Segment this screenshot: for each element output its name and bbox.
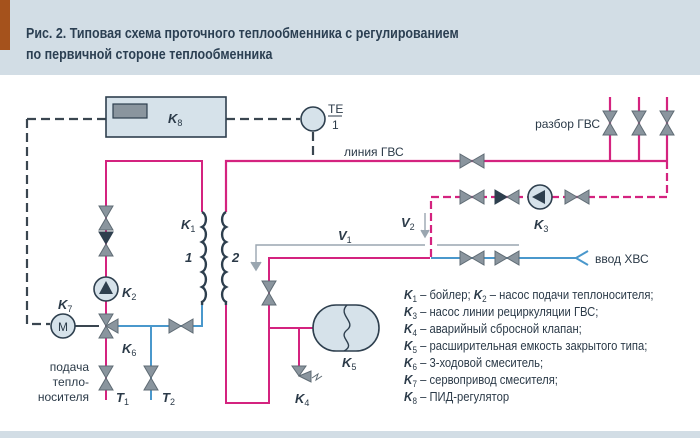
legend-row-6: K7 – сервопривод смесителя;	[404, 372, 558, 389]
temperature-sensor-te1: TE 1	[300, 102, 343, 132]
k3-label: K3	[534, 217, 548, 234]
figure-header: Рис. 2. Типовая схема проточного теплооб…	[0, 0, 700, 75]
tap-valve-2	[631, 110, 647, 136]
pump-arrow-icon	[532, 190, 545, 204]
primary-side-label: 1	[185, 250, 192, 265]
te-label: TE	[328, 102, 343, 116]
header-accent-bar	[0, 0, 10, 50]
expansion-tank-k5	[312, 304, 380, 352]
shutoff-valve-recirc-2	[564, 189, 590, 205]
t2-label: T2	[162, 390, 175, 407]
k6-label: K6	[122, 341, 136, 358]
spring-icon	[311, 372, 323, 382]
legend-row-1: K1 – бойлер; K2 – насос подачи теплоноси…	[404, 287, 654, 304]
boiler-heat-exchanger-k1	[199, 210, 229, 306]
cold-water-inlet-label: ввод ХВС	[595, 252, 649, 266]
legend-row-5: K6 – 3-ходовой смеситель;	[404, 355, 543, 372]
secondary-return-pipe	[225, 257, 430, 404]
primary-circuit	[105, 160, 203, 400]
controller-display	[112, 103, 148, 119]
footer-bar	[0, 431, 700, 438]
motor-symbol: M	[58, 320, 68, 334]
dhw-line-label: линия ГВС	[344, 145, 404, 159]
te-number: 1	[332, 118, 339, 132]
secondary-coil	[220, 210, 229, 306]
svg-text:подача: подача	[50, 360, 90, 374]
k4-label: K4	[295, 391, 309, 408]
shutoff-valve-primary	[98, 205, 114, 231]
heat-carrier-supply-label: подача тепло- носителя	[38, 360, 89, 404]
svg-text:тепло-: тепло-	[53, 375, 89, 389]
cold-water-inlet-mark	[575, 250, 589, 266]
three-way-mixer-k6	[98, 313, 119, 339]
figure-title-line-1: Рис. 2. Типовая схема проточного теплооб…	[26, 26, 459, 42]
primary-coil	[199, 210, 208, 306]
k5-label: K5	[342, 355, 356, 372]
pid-controller-k8: K8	[105, 96, 227, 138]
shutoff-valve-t2	[143, 365, 159, 391]
shutoff-valve-return	[168, 318, 194, 334]
check-valve-primary	[98, 231, 114, 257]
t1-label: T1	[116, 390, 129, 407]
legend-row-2: K3 – насос линии рециркуляции ГВС;	[404, 304, 598, 321]
signal-line-to-k7	[25, 119, 50, 326]
dhw-supply-pipe	[224, 159, 667, 212]
figure-title: Рис. 2. Типовая схема проточного теплооб…	[26, 24, 459, 66]
recirculation-pump-k3	[527, 184, 553, 210]
legend: K1 – бойлер; K2 – насос подачи теплоноси…	[404, 287, 654, 406]
recirculation-line	[429, 161, 669, 258]
tank-membrane	[343, 304, 351, 352]
flow-indicators	[250, 213, 519, 272]
flow-arrow-v1	[255, 244, 425, 268]
recirculation-pipe	[429, 161, 669, 258]
shutoff-valve-secondary	[261, 280, 277, 306]
v2-label: V2	[401, 215, 415, 232]
legend-row-7: K8 – ПИД-регулятор	[404, 389, 509, 406]
flow-arrow-v2-head	[420, 229, 430, 239]
k1-label: K1	[181, 217, 195, 234]
dhw-taps-label: разбор ГВС	[535, 117, 600, 131]
circulation-pump-k2	[93, 276, 119, 302]
tap-valve-1	[602, 110, 618, 136]
shutoff-valve-dhw	[459, 153, 485, 169]
primary-return-pipe	[117, 305, 203, 327]
shutoff-valve-cold-1	[459, 250, 485, 266]
svg-text:носителя: носителя	[38, 390, 89, 404]
control-signal-lines	[25, 117, 315, 326]
legend-row-4: K5 – расширительная емкость закрытого ти…	[404, 338, 647, 355]
figure-title-line-2: по первичной стороне теплообменника	[26, 47, 273, 63]
tap-valve-3	[659, 110, 675, 136]
servo-actuator-k7: M	[50, 313, 76, 339]
secondary-inlet-pipe	[225, 257, 430, 404]
v1-label: V1	[338, 228, 352, 245]
k7-label: K7	[58, 297, 72, 314]
shutoff-valve-recirc-1	[459, 189, 485, 205]
shutoff-valve-t1	[98, 365, 114, 391]
k2-label: K2	[122, 285, 136, 302]
shutoff-valve-cold-2	[494, 250, 520, 266]
safety-relief-valve-k4	[291, 365, 323, 383]
legend-row-3: K4 – аварийный сбросной клапан;	[404, 321, 582, 338]
pump-arrow-icon	[99, 281, 113, 294]
k8-label: K8	[168, 111, 182, 128]
secondary-side-label: 2	[231, 250, 240, 265]
check-valve-recirc	[494, 189, 520, 205]
flow-arrow-v1-head	[250, 261, 262, 272]
